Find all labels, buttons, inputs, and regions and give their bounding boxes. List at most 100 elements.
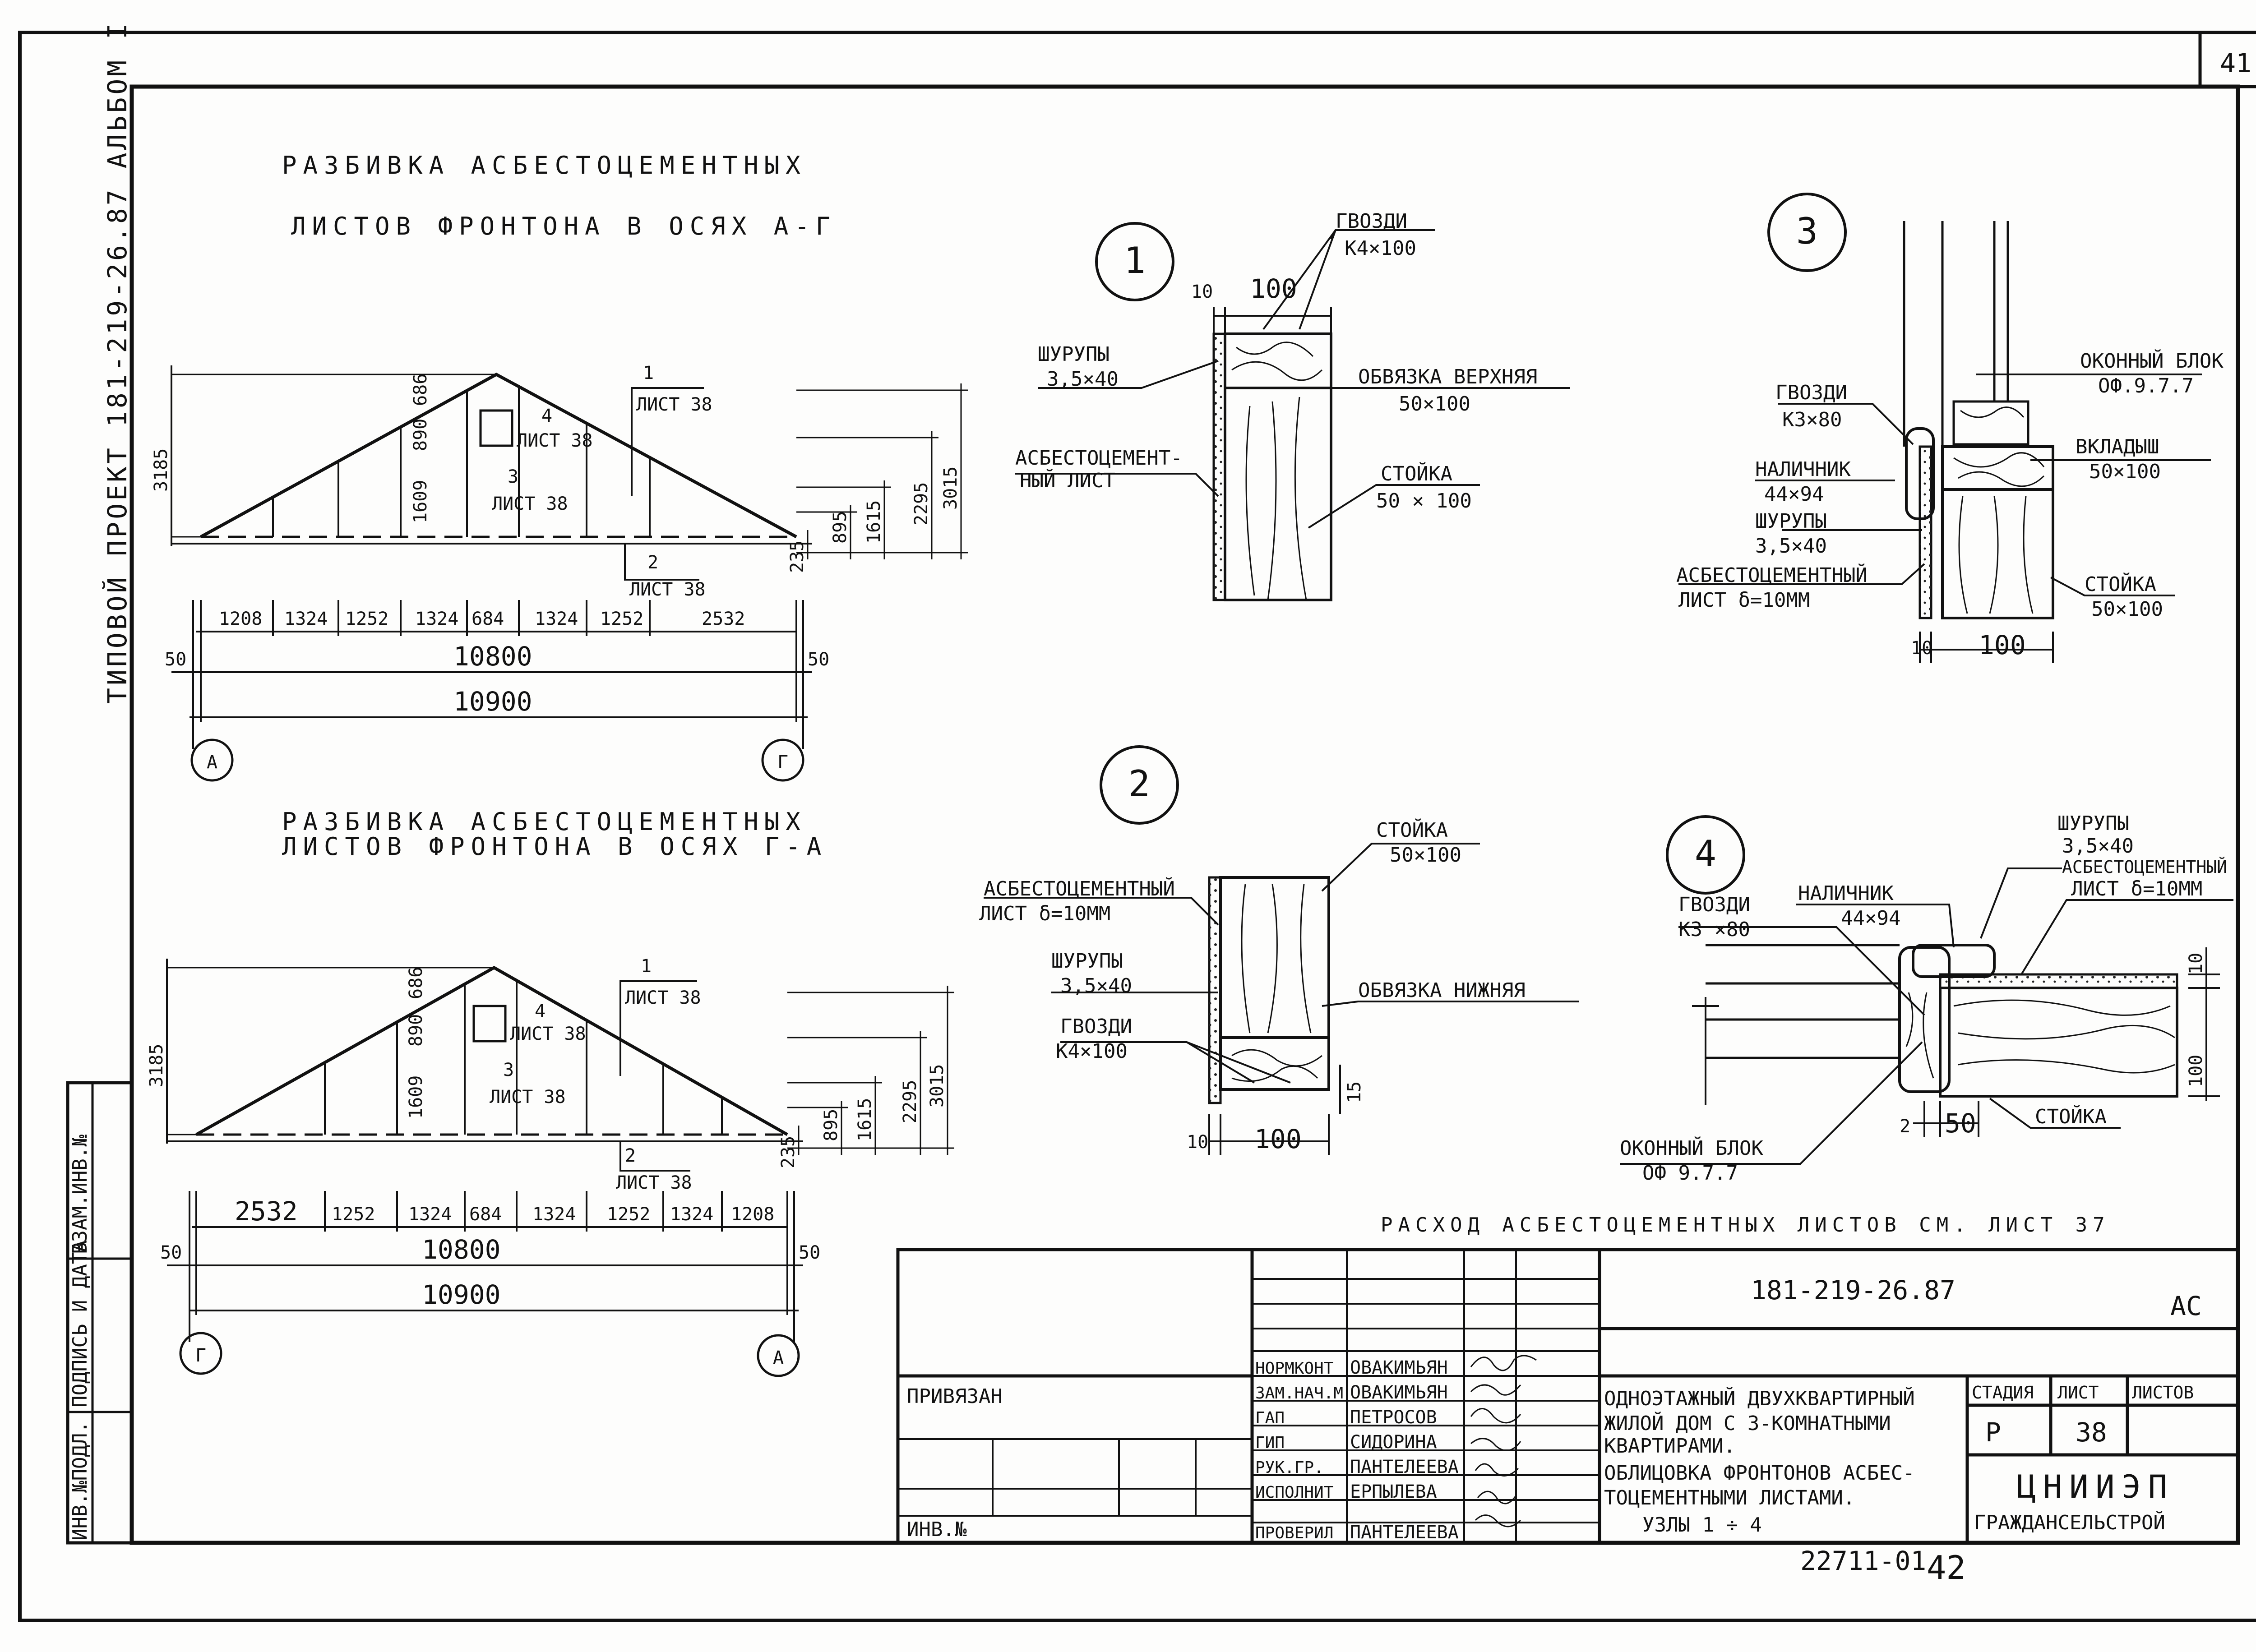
role-7: ПРОВЕРИЛ [1255,1524,1333,1542]
gable-bottom-title-1: РАЗБИВКА АСБЕСТОЦЕМЕНТНЫХ [282,808,807,836]
signature-marks [1470,1355,1537,1527]
node1-screws: ШУРУПЫ [1038,343,1110,366]
node4-casing: НАЛИЧНИК [1798,882,1894,905]
gable-top-sheet2: ЛИСТ 38 [629,579,706,600]
gable-bottom-overall-outer: 10900 [422,1279,501,1310]
node2-dim-v: 15 [1344,1081,1365,1103]
name-4: СИДОРИНА [1350,1432,1437,1453]
roles-list: НОРМКОНТ ОВАКИМЬЯН ЗАМ.НАЧ.М ОВАКИМЬЯН Г… [1255,1357,1459,1543]
node-4: 4 10 100 2 50 ШУРУПЫ 3,5×40 АСБЕСТОЦЕМЕН… [1620,812,2233,1185]
gable-top: РАЗБИВКА АСБЕСТОЦЕМЕНТНЫХ ЛИСТОВ ФРОНТОН… [151,151,968,782]
sheet-value: 38 [2076,1417,2107,1448]
role-1: НОРМКОНТ [1255,1359,1333,1378]
gable-bottom-r4: 895 [821,1109,841,1141]
role-5: РУК.ГР. [1255,1458,1324,1477]
gable-bottom-axis-right: А [773,1347,784,1368]
gable-top-overall-outer: 10900 [453,686,532,717]
node3-casing-size: 44×94 [1764,483,1824,506]
gable-bottom-sheet2-num: 2 [625,1145,636,1166]
node-1: 1 10 100 ГВОЗДИ К4×100 ШУРУПЫ 3,5×40 ОБВ… [1015,210,1570,601]
gable-bottom-sheet1-num: 1 [641,956,652,977]
node-3: 3 10 100 ОКОННЫЙ БЛОК ОФ.9.7.7 ГВОЗДИ К3… [1676,193,2224,663]
name-6: ЕРПЫЛЕВА [1350,1481,1437,1502]
node4-dim-b: 50 [1945,1108,1976,1139]
node1-post-size: 50 × 100 [1376,489,1472,512]
node3-nails-size: К3×80 [1782,408,1842,431]
gable-bottom-overall-inner: 10800 [422,1234,501,1265]
left-strip: ИНВ.№ПОДЛ. ПОДПИСЬ И ДАТА ВЗАМ.ИНВ.№ [66,1081,134,1545]
gable-bottom-sheet2: ЛИСТ 38 [616,1172,692,1193]
doc-code: 181-219-26.87 [1751,1275,1956,1306]
bottom-page-number: 42 [1927,1549,1966,1587]
node4-casing-size: 44×94 [1841,907,1900,930]
gable-bottom-sheet4: ЛИСТ 38 [510,1024,586,1044]
gable-top-b3: 1252 [345,609,388,629]
gable-top-height: 3185 [151,448,171,492]
node3-dim-b: 100 [1979,630,2026,660]
gable-top-offset-right: 50 [808,649,829,670]
node1-dim-a: 10 [1191,281,1213,302]
gable-top-title-1: РАЗБИВКА АСБЕСТОЦЕМЕНТНЫХ [282,151,807,180]
node4-nails: ГВОЗДИ [1678,893,1750,916]
gable-bottom-b2: 1252 [332,1204,375,1225]
consumption-note: РАСХОД АСБЕСТОЦЕМЕНТНЫХ ЛИСТОВ СМ. ЛИСТ … [1381,1214,2110,1237]
gable-bottom-v3: 1609 [406,1075,426,1119]
node2-screws: ШУРУПЫ [1051,950,1123,973]
node1-sheet: АСБЕСТОЦЕМЕНТ- [1015,447,1183,470]
gable-top-axis-right: Г [777,752,788,773]
gable-top-b4: 1324 [415,609,458,629]
gable-top-b7: 1252 [600,609,643,629]
gable-top-title-2: ЛИСТОВ ФРОНТОНА В ОСЯХ А-Г [291,212,837,240]
gable-top-sheet1-num: 1 [643,363,654,383]
role-6: ИСПОЛНИТ [1255,1483,1333,1502]
node2-dim-b: 100 [1254,1124,1302,1154]
gable-top-sheet2-num: 2 [647,552,658,573]
gable-bottom-v2: 890 [406,1014,426,1047]
node3-window-code: ОФ.9.7.7 [2098,374,2194,397]
node3-post: СТОЙКА [2085,572,2156,596]
name-1: ОВАКИМЬЯН [1350,1357,1448,1378]
org-line-1: ЦНИИЭП [2017,1468,2174,1505]
gable-top-v2: 890 [410,419,431,451]
node4-dim-a: 2 [1900,1116,1910,1137]
building-line-2: ЖИЛОЙ ДОМ С 3-КОМНАТНЫМИ [1604,1411,1891,1435]
bottom-code: 22711-01 [1800,1546,1926,1576]
gable-top-r2: 2295 [911,482,932,526]
node4-nails-size: К3 ×80 [1678,918,1750,941]
node4-dim-v1: 10 [2186,953,2206,974]
strip-inv-podl: ИНВ.№ПОДЛ. [69,1421,92,1541]
gable-top-overall-inner: 10800 [453,641,532,672]
inv-no-label: ИНВ.№ [907,1518,967,1541]
node3-post-size: 50×100 [2091,598,2163,621]
node2-post-size: 50×100 [1390,844,1461,867]
node1-post: СТОЙКА [1381,461,1452,485]
corner-sheet-number: 41 [2220,48,2251,78]
node3-insert: ВКЛАДЫШ [2076,435,2159,458]
gable-bottom-b4: 684 [469,1204,502,1225]
doc-mark: АС [2170,1291,2202,1321]
project-label: ТИПОВОЙ ПРОЕКТ 181-219-26.87 АЛЬБОМ I [102,21,133,704]
sheet-title-line-1: ОБЛИЦОВКА ФРОНТОНОВ АСБЕС- [1604,1462,1915,1485]
strip-podpis-data: ПОДПИСЬ И ДАТА [69,1240,92,1407]
stage-label: СТАДИЯ [1972,1383,2034,1403]
gable-bottom-b7: 1324 [670,1204,713,1225]
title-block: 181-219-26.87 АС ПРИВЯЗАН ИНВ.№ НОРМКОНТ… [896,1248,2240,1545]
name-3: ПЕТРОСОВ [1350,1407,1437,1428]
name-2: ОВАКИМЬЯН [1350,1382,1448,1403]
gable-bottom-v1: 686 [406,967,426,999]
building-line-1: ОДНОЭТАЖНЫЙ ДВУХКВАРТИРНЫЙ [1604,1386,1915,1410]
node4-window: ОКОННЫЙ БЛОК [1620,1136,1763,1160]
gable-bottom-title-2: ЛИСТОВ ФРОНТОНА В ОСЯХ Г-А [282,832,828,861]
node4-window-code: ОФ 9.7.7 [1642,1162,1738,1185]
node3-insert-size: 50×100 [2089,460,2161,483]
node2-nails: ГВОЗДИ [1060,1015,1132,1038]
gable-top-offset-left: 50 [165,649,186,670]
strip-vzam-inv: ВЗАМ.ИНВ.№ [69,1135,92,1254]
node4-screws: ШУРУПЫ [2057,812,2129,835]
gable-bottom-b6: 1252 [607,1204,650,1225]
node3-sheet-2: ЛИСТ δ=10ММ [1678,589,1810,612]
gable-bottom-b1: 2532 [235,1196,298,1227]
gable-top-sheet3-num: 3 [508,466,518,487]
name-5: ПАНТЕЛЕЕВА [1350,1457,1459,1477]
